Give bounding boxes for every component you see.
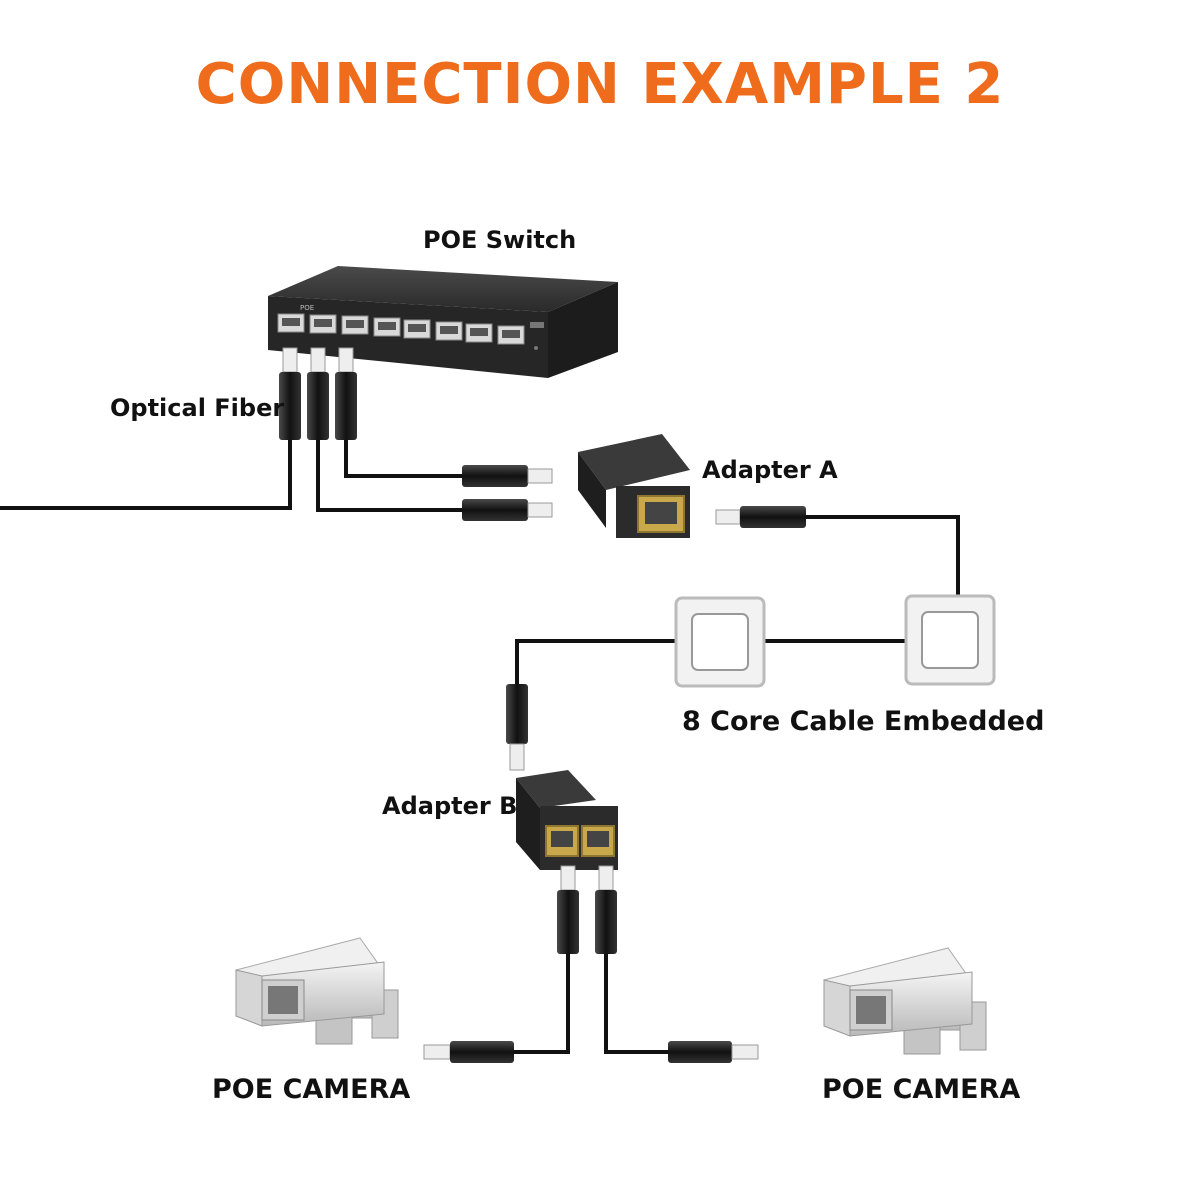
security-camera-icon	[823, 947, 987, 1055]
rj45-plug-icon	[423, 1041, 514, 1063]
wall-jack-icon	[904, 594, 996, 686]
left-camera-label: POE CAMERA	[212, 1074, 411, 1105]
adapter-b-to-left-camera-cable	[514, 954, 570, 1054]
adapter-b-output-plugs	[557, 865, 617, 954]
camera-plugs	[423, 1041, 759, 1063]
optical-fiber-label: Optical Fiber	[110, 394, 285, 422]
poe-switch-label: POE Switch	[423, 226, 577, 254]
switch-to-adapter-a-cable-2	[316, 440, 462, 512]
cable-embedded-label: 8 Core Cable Embedded	[682, 706, 1045, 737]
optical-fiber-cable	[0, 440, 292, 510]
left-camera	[235, 937, 399, 1045]
rj45-plug-icon	[335, 347, 357, 440]
switch-plugs	[279, 347, 357, 440]
rj45-plug-icon	[462, 465, 553, 487]
adapter-b-input-plug	[506, 684, 528, 771]
adapter-b-to-right-camera-cable	[604, 954, 668, 1054]
right-camera	[823, 947, 987, 1055]
switch-to-adapter-a-cable-1	[344, 440, 462, 478]
cables	[0, 440, 960, 1054]
rj45-plug-icon	[462, 499, 553, 521]
adapter-a	[578, 434, 690, 538]
poe-switch: POE	[268, 266, 618, 378]
rj45-plug-icon	[668, 1041, 759, 1063]
adapter-b	[516, 770, 618, 870]
rj45-plug-icon	[595, 865, 617, 954]
rj45-plug-icon	[279, 347, 301, 440]
adapter-a-label: Adapter A	[702, 456, 838, 484]
right-camera-label: POE CAMERA	[822, 1074, 1021, 1105]
adapter-a-output-plug	[715, 506, 806, 528]
svg-text:POE: POE	[300, 304, 314, 312]
wall-jack-icon	[674, 596, 766, 688]
adapter-a-input-plugs	[462, 465, 553, 521]
adapter-a-to-wall-cable	[806, 515, 960, 596]
security-camera-icon	[235, 937, 399, 1045]
adapter-b-label: Adapter B	[382, 792, 518, 820]
rj45-plug-icon	[557, 865, 579, 954]
page-title: CONNECTION EXAMPLE 2	[195, 52, 1005, 117]
wall-plates	[674, 594, 996, 688]
wall-to-adapter-b-cable	[515, 639, 676, 684]
rj45-plug-icon	[307, 347, 329, 440]
